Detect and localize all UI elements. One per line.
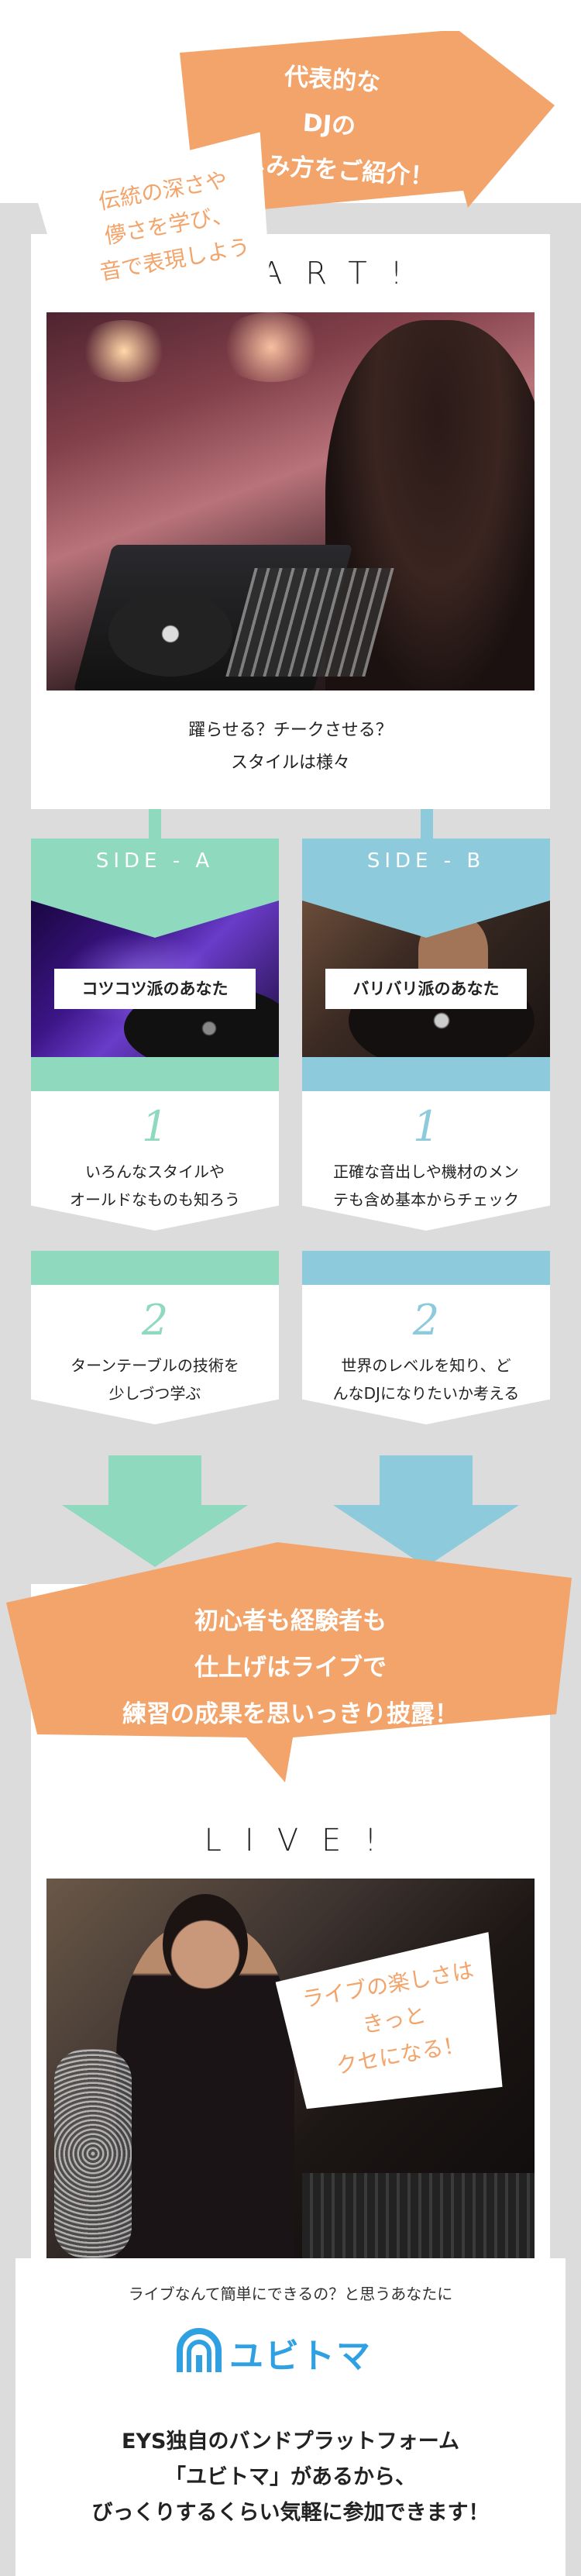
side-b-step2-connector	[302, 1251, 550, 1285]
side-a-label: コツコツ派のあなた	[54, 969, 256, 1009]
step-text-line-2: オールドなものも知ろう	[70, 1190, 240, 1209]
bottom-message-line-2: 「ユビトマ」があるから、	[165, 2465, 416, 2489]
bottom-intro: ライブなんて簡単にできるの？と思うあなたに	[128, 2285, 453, 2303]
step-number: 2	[141, 1296, 169, 1345]
side-a-heading: SIDE - A	[31, 839, 279, 905]
step-text: いろんなスタイルや オールドなものも知ろう	[31, 1158, 279, 1214]
step-text-line-2: 少しづつ学ぶ	[108, 1384, 201, 1403]
step-text-line-2: んなDJになりたいか考える	[332, 1384, 520, 1403]
step-box	[31, 1091, 279, 1231]
live-bubble-line-3: 練習の成果を思いっきり披露！	[122, 1700, 459, 1728]
step-text-line-1: ターンテーブルの技術を	[70, 1356, 239, 1375]
side-b-card: SIDE - B バリバリ派のあなた	[302, 839, 550, 1057]
side-a-step1-bar	[31, 1057, 279, 1091]
live-bubble-text: 初心者も経験者も 仕上げはライブで 練習の成果を思いっきり披露！	[54, 1598, 527, 1737]
step-box	[302, 1285, 550, 1424]
step-number: 1	[141, 1102, 169, 1151]
sequin-jacket	[54, 2049, 132, 2258]
live-title: LIVE!	[204, 1823, 401, 1858]
live-bubble-line-2: 仕上げはライブで	[194, 1654, 387, 1682]
step-text: ターンテーブルの技術を 少しづつ学ぶ	[31, 1352, 279, 1407]
stage-light	[77, 320, 170, 382]
step-text-line-1: いろんなスタイルや	[85, 1162, 225, 1181]
step-text: 正確な音出しや機材のメン テも含め基本からチェック	[302, 1158, 550, 1214]
side-b-down-arrow	[333, 1455, 519, 1567]
start-subtitle-line-2: スタイルは様々	[230, 753, 350, 773]
side-a-card: SIDE - A コツコツ派のあなた	[31, 839, 279, 1057]
step-number: 2	[412, 1296, 440, 1345]
vinyl-record	[108, 591, 232, 677]
side-b-heading: SIDE - B	[302, 839, 550, 905]
live-bubble-line-1: 初心者も経験者も	[194, 1607, 387, 1635]
start-card: START! 躍らせる？チークさせる？ スタイルは様々	[31, 234, 550, 809]
step-text-line-2: テも含め基本からチェック	[333, 1190, 519, 1209]
ubitoma-logo-icon	[174, 2327, 225, 2378]
side-a-down-arrow	[62, 1455, 248, 1567]
dancer-head	[163, 1894, 248, 1995]
side-b-step1-bar	[302, 1057, 550, 1091]
side-b-chevron	[302, 901, 550, 938]
step-number: 1	[412, 1102, 440, 1151]
ubitoma-logo[interactable]: ユビトマ	[174, 2326, 372, 2379]
mixer	[225, 568, 394, 677]
side-a-chevron	[31, 901, 279, 938]
start-subtitle: 躍らせる？チークさせる？ スタイルは様々	[31, 715, 550, 780]
bottom-panel	[15, 2258, 566, 2576]
dj-photo	[46, 312, 535, 690]
start-subtitle-line-1: 躍らせる？チークさせる？	[188, 721, 393, 740]
step-text-line-1: 正確な音出しや機材のメン	[333, 1162, 519, 1181]
live-speech-bubble	[6, 1542, 572, 1782]
dj-controller	[302, 2173, 535, 2264]
bottom-message-line-1: EYS独自のバンドプラットフォーム	[122, 2430, 459, 2454]
bottom-message: EYS独自のバンドプラットフォーム 「ユビトマ」があるから、 びっくりするくらい…	[0, 2424, 581, 2531]
step-text-line-1: 世界のレベルを知り、ど	[341, 1356, 511, 1375]
step-box	[31, 1285, 279, 1424]
ubitoma-logo-text: ユビトマ	[229, 2337, 372, 2376]
stage-light	[217, 312, 325, 382]
side-a-step2-connector	[31, 1251, 279, 1285]
side-a-connector	[149, 809, 161, 840]
side-b-connector	[421, 809, 433, 840]
header-arrow-shape	[180, 31, 555, 215]
bottom-message-line-3: びっくりするくらい気軽に参加できます！	[91, 2501, 490, 2525]
step-text: 世界のレベルを知り、ど んなDJになりたいか考える	[302, 1352, 550, 1407]
side-b-label: バリバリ派のあなた	[325, 969, 527, 1009]
step-box	[302, 1091, 550, 1231]
